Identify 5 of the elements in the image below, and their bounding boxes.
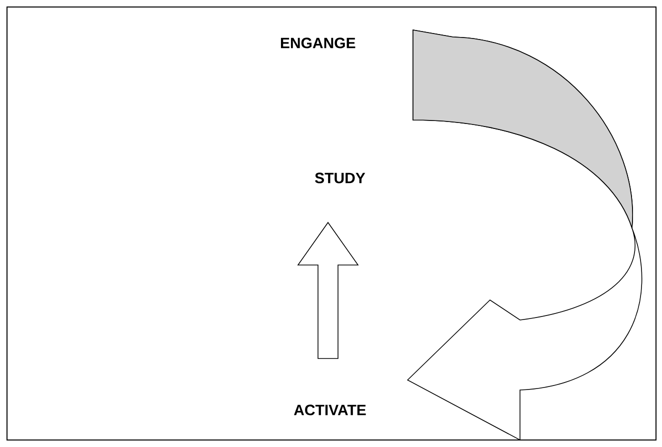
curved-block-arrow	[407, 30, 642, 440]
node-label: ACTIVATE	[294, 404, 366, 416]
block-arrow	[297, 222, 359, 359]
node-label: STUDY	[315, 172, 366, 184]
node-label: ENGANGE	[280, 38, 356, 48]
